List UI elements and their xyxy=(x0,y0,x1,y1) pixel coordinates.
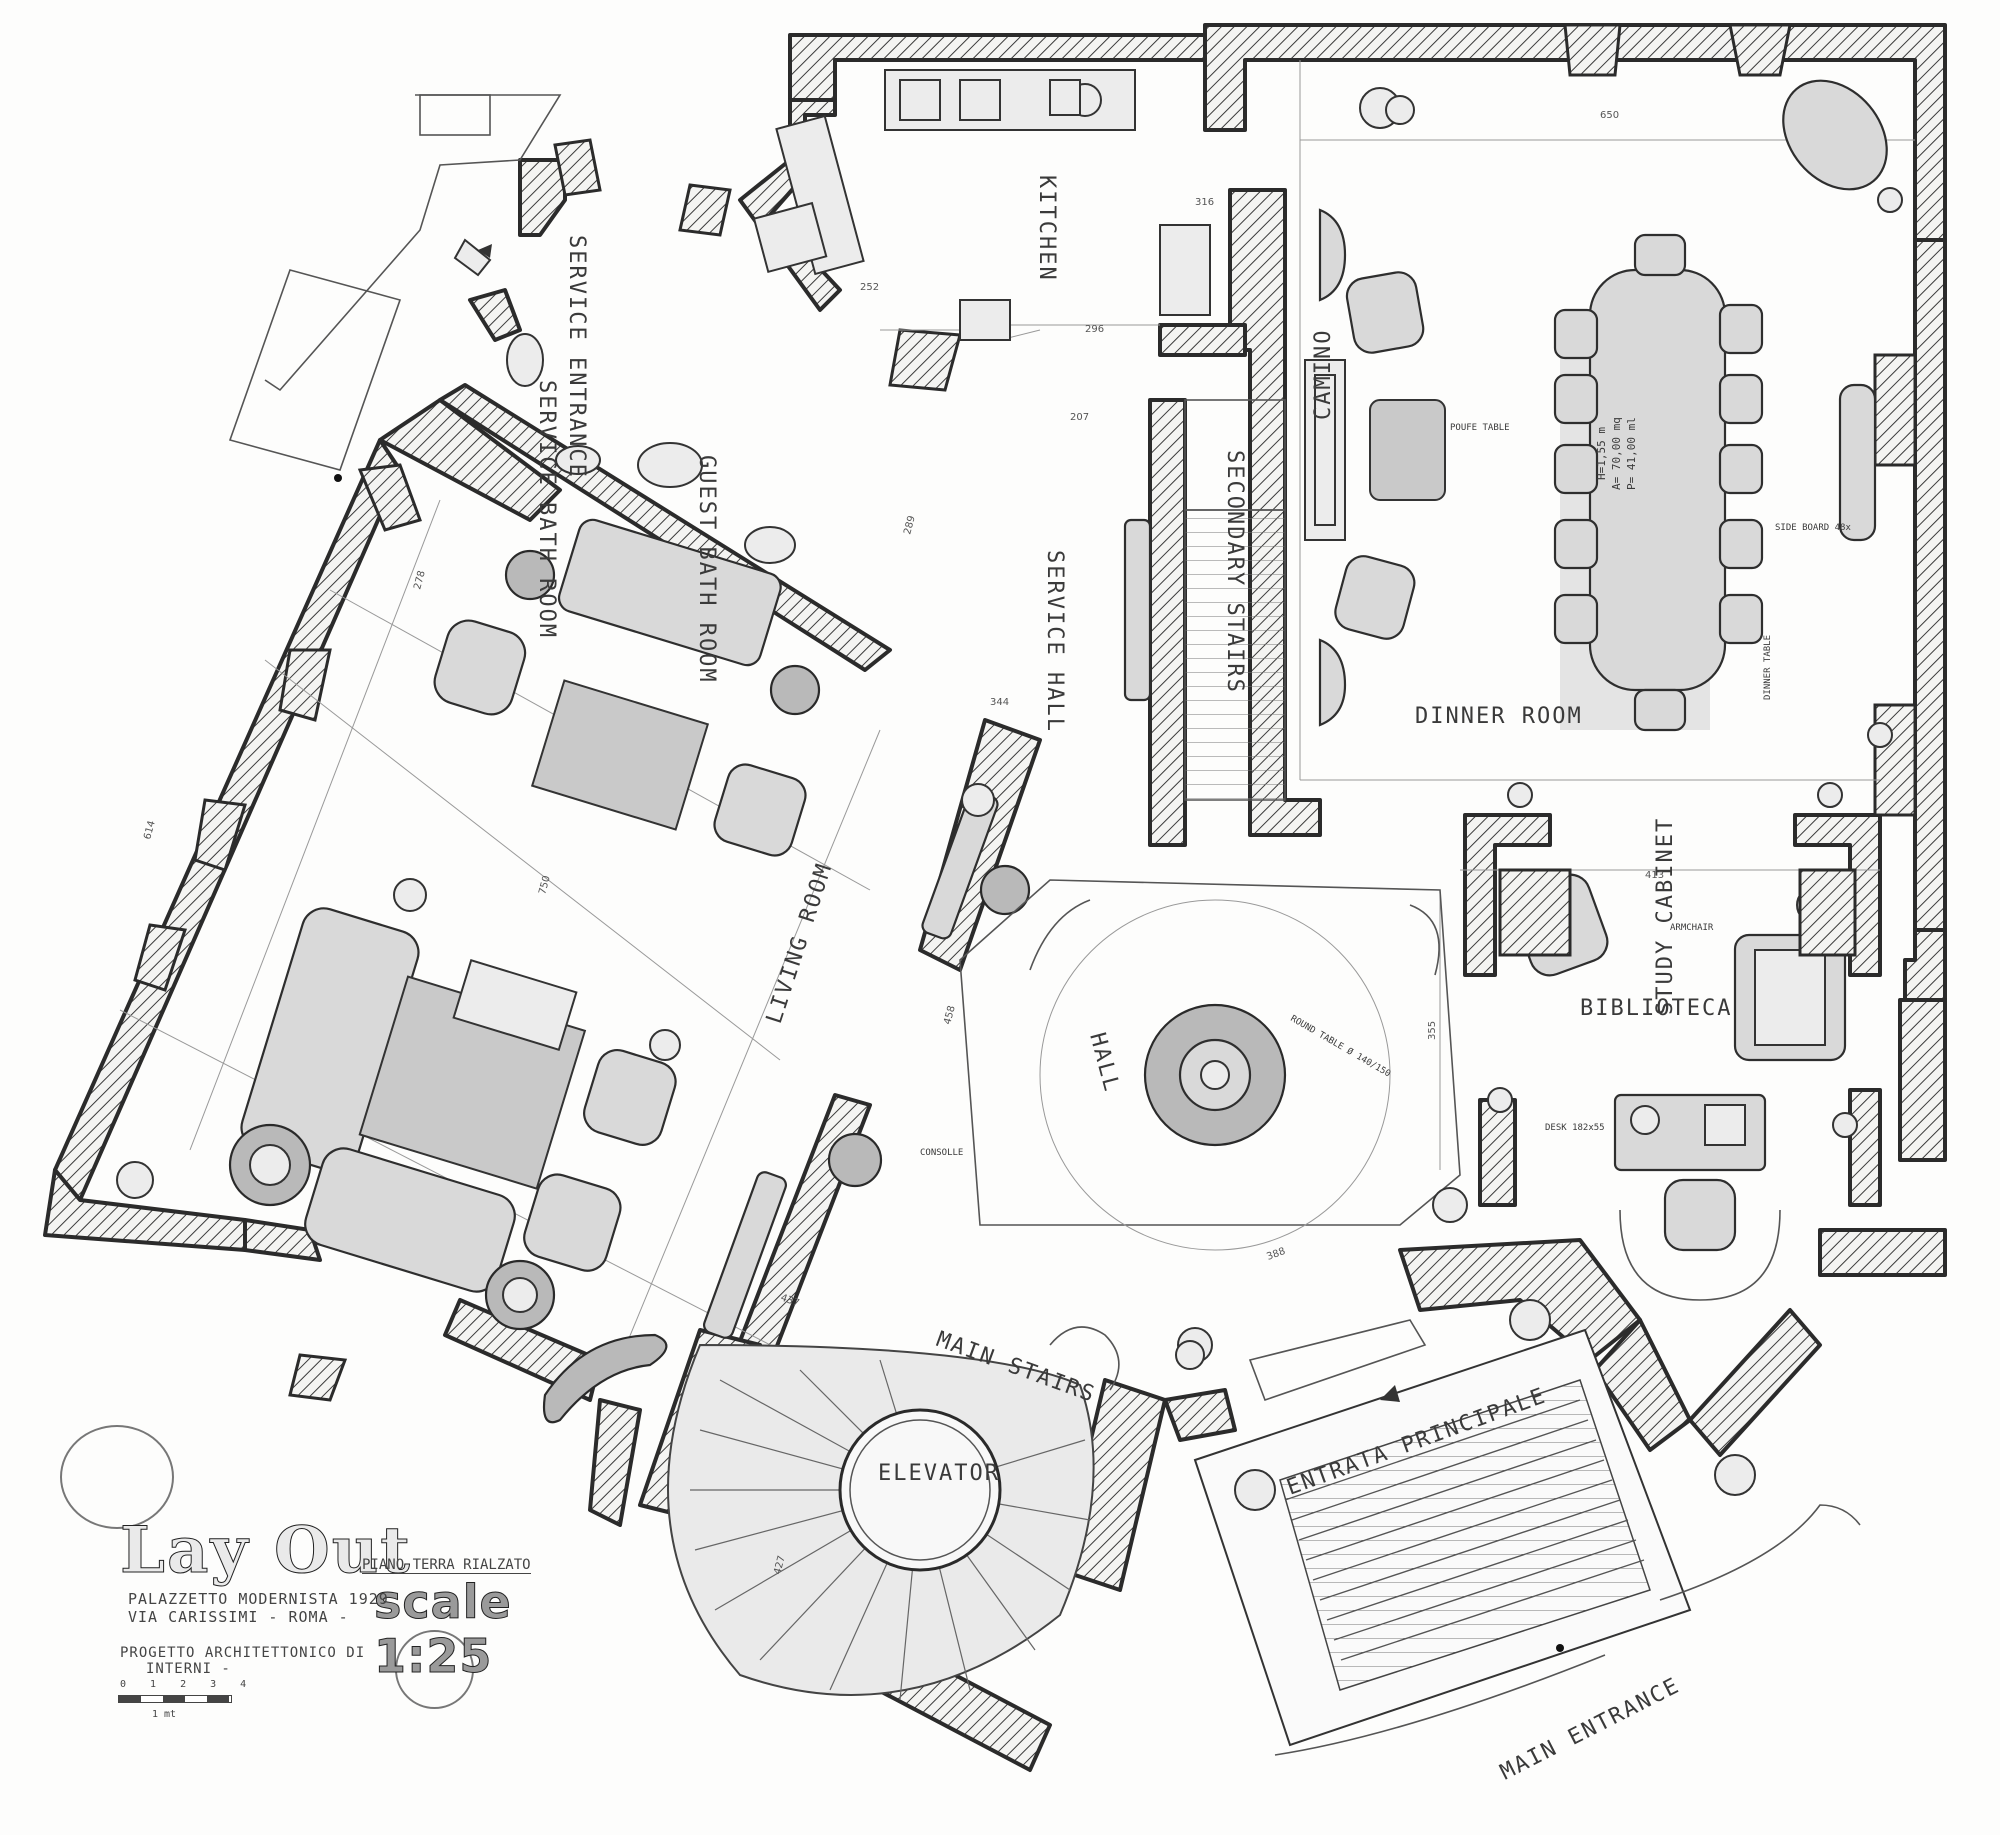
scale-bar-unit: 1 mt xyxy=(152,1709,177,1720)
note-dinner-table: DINNER TABLE xyxy=(1763,635,1773,700)
hall-area xyxy=(959,879,1468,1363)
label-living-room: LIVING ROOM xyxy=(762,860,838,1027)
dinner-room-furniture xyxy=(1507,79,1903,808)
kitchen-area xyxy=(752,69,1211,341)
dim-650: 650 xyxy=(1600,110,1619,121)
dim-750: 750 xyxy=(537,874,553,895)
label-elevator: ELEVATOR xyxy=(878,1461,1000,1486)
secondary-stairs xyxy=(1123,399,1286,801)
note-console: CONSOLLE xyxy=(920,1148,963,1158)
dim-252: 252 xyxy=(860,282,879,293)
label-hall: HALL xyxy=(1084,1030,1124,1095)
note-desk: DESK 182x55 xyxy=(1545,1123,1605,1133)
dim-458: 458 xyxy=(942,1004,958,1025)
arrow-markers xyxy=(334,244,1564,1652)
dim-316: 316 xyxy=(1195,197,1214,208)
note-round-table: ROUND TABLE Ø 140/150 xyxy=(1289,1013,1393,1079)
label-secondary-stairs: SECONDARY STAIRS xyxy=(1222,450,1247,694)
label-kitchen: KITCHEN xyxy=(1034,175,1059,282)
note-armchair: ARMCHAIR xyxy=(1670,923,1714,933)
label-study: STUDY CABINET xyxy=(1653,817,1678,1015)
entrata-arrow-icon xyxy=(1380,1385,1400,1402)
dim-344: 344 xyxy=(990,697,1009,708)
stamp-seal-bottom xyxy=(395,1630,474,1709)
project-line-2: INTERNI - xyxy=(146,1661,231,1677)
note-side-board: SIDE BOARD 48x xyxy=(1775,523,1851,533)
dining-chairs-right xyxy=(1718,303,1764,645)
scale-bar xyxy=(118,1695,232,1703)
dim-207: 207 xyxy=(1070,412,1089,423)
study-furniture xyxy=(1487,868,1858,1301)
drawing-scale: scale 1:25 xyxy=(374,1575,512,1684)
label-camino: CAMINO xyxy=(1311,329,1336,420)
dim-413: 413 xyxy=(1645,870,1664,881)
dining-chairs-left xyxy=(1553,308,1599,645)
dimension-labels: 296 413 650 750 614 458 437 278 289 207 … xyxy=(142,110,1664,1576)
building-name: PALAZZETTO MODERNISTA 1929 xyxy=(128,1590,389,1608)
label-biblioteca: BIBLIOTECA xyxy=(1580,996,1732,1021)
dim-427: 427 xyxy=(772,1554,788,1575)
project-line-1: PROGETTO ARCHITETTONICO DI xyxy=(120,1645,366,1661)
main-stairs xyxy=(667,1326,1205,1701)
label-service-bathroom: SERVICE BATH ROOM xyxy=(534,380,559,639)
label-dinner-room: DINNER ROOM xyxy=(1415,704,1583,729)
label-main-entrance: MAIN ENTRANCE xyxy=(1496,1673,1684,1785)
label-service-hall: SERVICE HALL xyxy=(1042,550,1067,733)
dim-614: 614 xyxy=(142,819,158,840)
living-room-furniture xyxy=(116,518,1031,1424)
service-stairs xyxy=(228,94,796,564)
note-table-h: H=1,55 m xyxy=(1595,427,1608,480)
note-pouf-table: POUFE TABLE xyxy=(1450,423,1510,433)
main-entrance-area xyxy=(1193,1299,1861,1756)
drawing-title: Lay Out xyxy=(120,1513,412,1589)
dim-278: 278 xyxy=(412,569,428,590)
title-block: Lay Out PIANO TERRA RIALZATO scale 1:25 … xyxy=(60,1425,580,1720)
note-table-area: A= 70,00 mq xyxy=(1610,417,1623,490)
dim-296: 296 xyxy=(1085,324,1104,335)
label-guest-bathroom: GUEST BATH ROOM xyxy=(694,455,719,684)
stamp-seal-top xyxy=(60,1425,174,1529)
dim-355: 355 xyxy=(1427,1021,1438,1040)
drawing-floor: PIANO TERRA RIALZATO xyxy=(362,1557,531,1574)
note-table-perim: P= 41,00 ml xyxy=(1625,417,1638,490)
building-address: VIA CARISSIMI - ROMA - xyxy=(128,1608,349,1626)
dim-388: 388 xyxy=(1265,1246,1287,1263)
dim-289: 289 xyxy=(902,514,918,535)
scale-bar-ticks: 0 1 2 3 4 xyxy=(120,1679,256,1690)
label-service-entrance: SERVICE ENTRANCE xyxy=(564,235,589,479)
fireplace-sitting xyxy=(1304,87,1446,727)
entry-arrow-icon xyxy=(478,244,492,258)
